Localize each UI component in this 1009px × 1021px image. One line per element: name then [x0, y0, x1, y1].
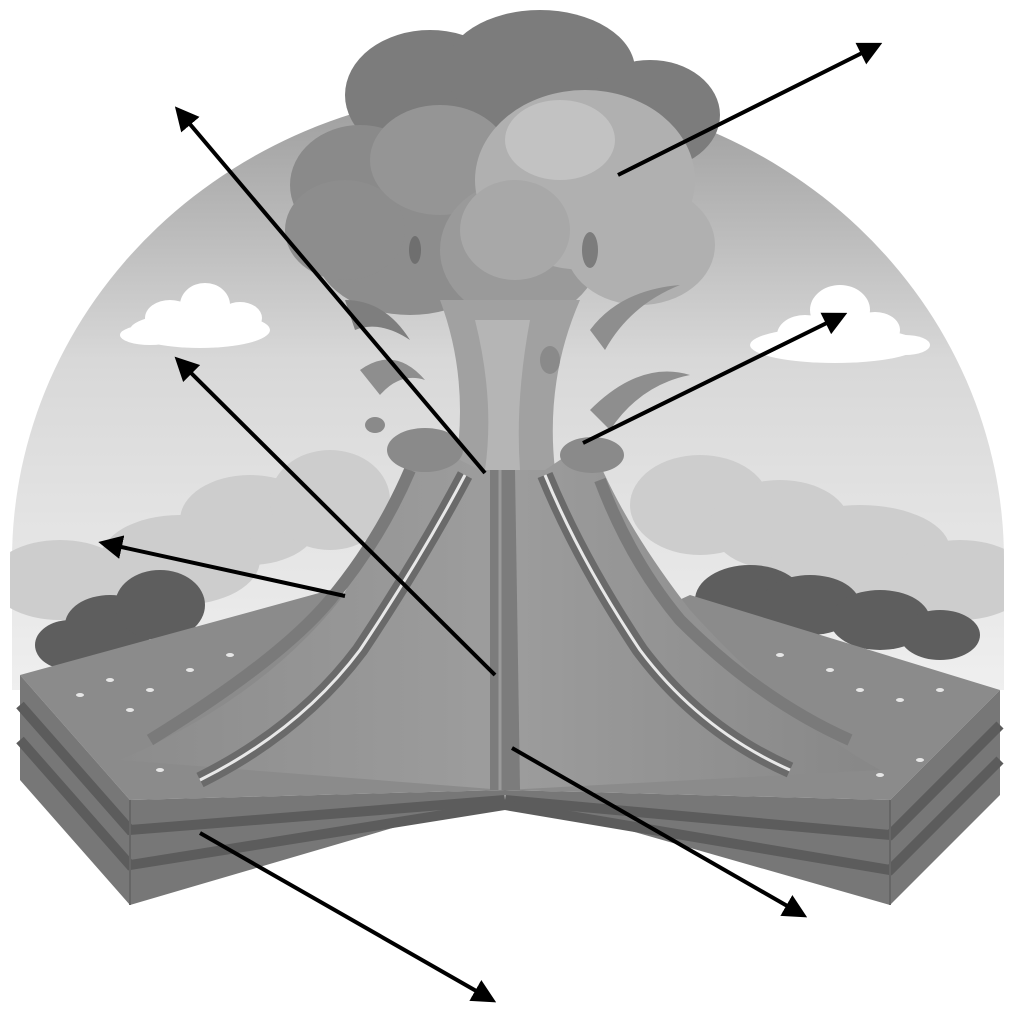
arrow-rock-layers: [200, 833, 492, 1000]
ash-cloud-shape: [285, 10, 720, 320]
